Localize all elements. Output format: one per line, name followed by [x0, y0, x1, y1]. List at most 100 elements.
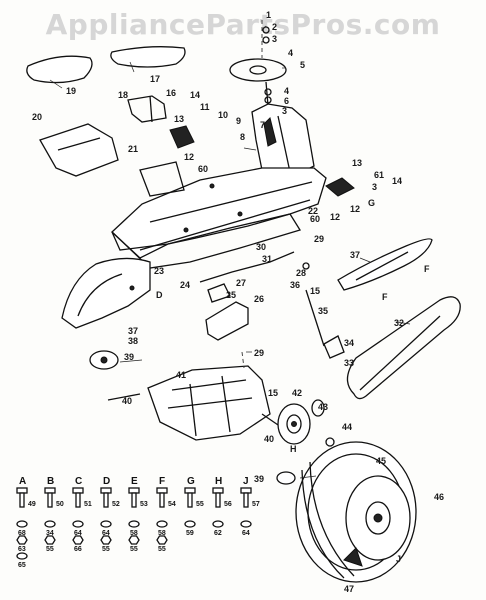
bolt-head-icon [156, 487, 168, 494]
hardware-letter: B [47, 476, 54, 487]
bolt-head-icon [16, 487, 28, 494]
idler-bracket [323, 335, 345, 359]
brake-pedal [169, 125, 195, 149]
seat-cushion [26, 55, 93, 84]
wheel-hub [276, 471, 296, 485]
hardware-letter: J [243, 476, 249, 487]
callout-12c: 12 [350, 204, 360, 214]
bolt-head-icon [72, 487, 84, 494]
bolt-shank-icon [159, 492, 165, 508]
callout-30: 30 [256, 242, 266, 252]
bolt-head-icon [184, 487, 196, 494]
callout-13b: 13 [352, 158, 362, 168]
bolt-shank-icon [243, 492, 249, 508]
callout-labels: 1 2 3 4 5 4 6 3 7 8 9 10 11 12 13 14 16 … [32, 10, 444, 594]
callout-J: J [396, 554, 401, 564]
callout-17: 17 [150, 74, 160, 84]
control-rod [199, 251, 295, 283]
axle [107, 393, 141, 401]
callout-19: 19 [66, 86, 76, 96]
callout-39b: 39 [254, 474, 264, 484]
callout-9: 9 [236, 116, 241, 126]
callout-40b: 40 [264, 434, 274, 444]
bolt-head-icon [100, 487, 112, 494]
callout-F: F [424, 264, 430, 274]
nut-icon [128, 535, 140, 545]
callout-40: 40 [122, 396, 132, 406]
washer-icon [16, 520, 28, 528]
hardware-part-number: 53 [140, 501, 148, 508]
washer-icon [184, 520, 196, 528]
hardware-letter: C [75, 476, 82, 487]
washer-icon [72, 520, 84, 528]
callout-7: 7 [260, 120, 265, 130]
hardware-legend: A49686365B503455C516466D526455E535855F54… [16, 476, 260, 569]
bolt-shank-icon [215, 492, 221, 508]
callout-28: 28 [296, 268, 306, 278]
callout-12: 12 [184, 152, 194, 162]
nut-icon [100, 535, 112, 545]
callout-G: G [368, 198, 375, 208]
bolt-shank-icon [47, 492, 53, 508]
callout-22: 22 [308, 206, 318, 216]
bolt-shank-icon [131, 492, 137, 508]
callout-14b: 14 [392, 176, 402, 186]
nut-icon [44, 535, 56, 545]
hardware-item-number: 66 [74, 546, 82, 553]
washer-icon [44, 520, 56, 528]
callout-24: 24 [180, 280, 190, 290]
callout-6: 6 [284, 96, 289, 106]
hardware-item-number: 62 [214, 530, 222, 537]
hub-43 [311, 399, 325, 417]
hardware-letter: F [159, 476, 165, 487]
lower-frame [111, 213, 302, 269]
callout-27: 27 [236, 278, 246, 288]
callout-29: 29 [314, 234, 324, 244]
callout-31: 31 [262, 254, 272, 264]
hardware-part-number: 52 [112, 501, 120, 508]
hardware-item-number: 65 [18, 562, 26, 569]
callout-34: 34 [344, 338, 354, 348]
callout-3b: 3 [282, 106, 287, 116]
hardware-item-number: 58 [158, 530, 166, 537]
bolt-head-icon [128, 487, 140, 494]
hardware-part-number: 55 [196, 501, 204, 508]
shift-rod [305, 289, 325, 347]
callout-2: 2 [272, 22, 277, 32]
washer-icon [16, 552, 28, 560]
lever-bracket [205, 301, 249, 341]
callout-10: 10 [218, 110, 228, 120]
hardware-letter: G [187, 476, 195, 487]
callout-4: 4 [288, 48, 293, 58]
bolt-head-icon [240, 487, 252, 494]
callout-61: 61 [374, 170, 384, 180]
hardware-item-number: 63 [18, 546, 26, 553]
hardware-item-number: 64 [74, 530, 82, 537]
callout-35: 35 [318, 306, 328, 316]
hardware-item-number: 34 [46, 530, 54, 537]
washer-icon [240, 520, 252, 528]
nut-icon [72, 535, 84, 545]
callout-46: 46 [434, 492, 444, 502]
rear-fender [61, 257, 151, 329]
callout-15b: 15 [268, 388, 278, 398]
callout-4b: 4 [284, 86, 289, 96]
hardware-part-number: 56 [224, 501, 232, 508]
hardware-item-number: 55 [102, 546, 110, 553]
steering-wheel [229, 58, 287, 82]
watermark: AppliancePartsPros.com [45, 8, 441, 41]
callout-38: 38 [128, 336, 138, 346]
washer-icon [212, 520, 224, 528]
hardware-item-number: 64 [242, 530, 250, 537]
seat-bracket [127, 95, 167, 123]
hardware-item-number: 68 [18, 530, 26, 537]
bolt-head-icon [212, 487, 224, 494]
callout-16: 16 [166, 88, 176, 98]
nut-44 [325, 437, 335, 447]
